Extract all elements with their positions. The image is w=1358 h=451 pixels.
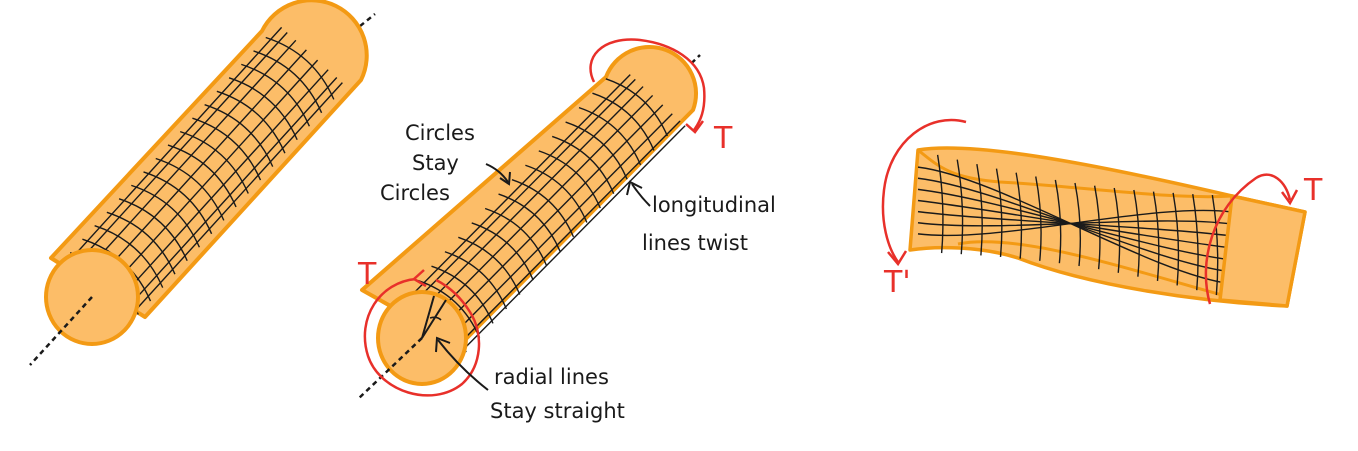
longitudinal-grid-line (394, 74, 631, 313)
circumferential-grid-line (228, 77, 298, 141)
torque-arrow-left (881, 118, 967, 263)
twisted-cross-line (1093, 185, 1101, 270)
angle-arc (429, 316, 442, 321)
radial-note-line-2: Stay straight (490, 399, 625, 423)
circumferential-grid-line (118, 198, 188, 262)
circumferential-grid-line (131, 184, 201, 248)
circumferential-grid-line (216, 90, 286, 154)
twisted-cross-line (1113, 187, 1121, 273)
torque-arrow-bottom (363, 277, 481, 397)
twisted-bar-fold (917, 148, 1233, 199)
pointer-radial (437, 339, 489, 391)
longitudinal-note-line-2: lines twist (642, 231, 748, 255)
circumferential-grid-line (551, 135, 615, 194)
circumferential-grid-line (241, 63, 311, 127)
pointer-circles-head (499, 171, 511, 186)
torque-arrowhead-right (1280, 189, 1299, 206)
torque-arrowhead-left (887, 250, 908, 267)
twisted-cross-line (1211, 194, 1219, 296)
twisted-longitudinal-line (917, 209, 1233, 237)
circumferential-grid-line (498, 193, 561, 252)
circumferential-grid-line (253, 50, 323, 114)
twisted-cross-line (1152, 191, 1160, 281)
longitudinal-grid-line (426, 104, 664, 344)
cylinder-1 (29, 0, 376, 366)
longitudinal-grid-line (448, 125, 686, 365)
torque-label-right-left: T' (883, 265, 911, 300)
circumferential-grid-line (431, 265, 494, 324)
twisted-bar-grid (917, 154, 1233, 296)
pointer-radial-head (435, 336, 451, 353)
torque-label-right-top: T (1303, 173, 1323, 208)
axis-line-2-bottom (356, 337, 423, 401)
circumferential-grid-line (155, 157, 225, 221)
circumferential-grid-line (578, 106, 642, 166)
pointer-circles (485, 163, 509, 183)
longitudinal-grid-line (121, 82, 343, 326)
twisted-cross-line (1192, 193, 1199, 291)
circumferential-grid-line (605, 78, 668, 137)
circumferential-grid-line (94, 225, 164, 288)
twisted-cross-line (1172, 192, 1180, 286)
circumferential-grid-line (106, 211, 176, 275)
longitudinal-grid-line (61, 26, 283, 270)
circles-note-line-3: Circles (380, 181, 450, 205)
circumferential-grid-line (265, 36, 335, 100)
circumferential-grid-line (192, 117, 262, 181)
torque-label-middle-left: T (357, 257, 377, 292)
circumferential-grid-line (511, 179, 575, 238)
cylinder-2 (356, 38, 706, 401)
circumferential-grid-line (204, 104, 274, 167)
axis-line-1-bottom (29, 296, 93, 366)
torque-arrowhead-top (685, 120, 705, 134)
radial-note-line-1: radial lines (494, 365, 609, 389)
longitudinal-grid-line (436, 113, 673, 353)
twisted-cross-line (1133, 189, 1140, 277)
longitudinal-grid-line (116, 77, 338, 320)
torque-arrow-right (1204, 173, 1292, 305)
longitudinal-grid-line (443, 120, 681, 360)
cylinder-1-body (49, 0, 369, 319)
radial-line (421, 295, 435, 339)
circles-note-line-2: Stay (412, 151, 459, 175)
longitudinal-grid-line (97, 59, 319, 303)
pointer-longitudinal (631, 183, 651, 207)
longitudinal-note-line-1: longitudinal (652, 193, 776, 217)
circumferential-grid-line (592, 92, 655, 151)
torque-arrowhead-bottom (411, 269, 427, 288)
twisted-bar (881, 118, 1307, 308)
longitudinal-grid-line (399, 78, 636, 318)
torque-label-middle-top: T (713, 121, 733, 156)
circumferential-grid-line (417, 279, 481, 339)
circumferential-grid-line (179, 130, 249, 194)
circumferential-grid-line (143, 171, 213, 235)
longitudinal-grid-line (107, 69, 329, 313)
longitudinal-grid-line (66, 32, 288, 275)
longitudinal-grid-line (85, 49, 307, 293)
twisted-bar-end-face (1218, 194, 1307, 308)
cylinder-2-grid (394, 74, 686, 365)
longitudinal-grid-line (75, 39, 297, 283)
circumferential-grid-line (167, 144, 237, 208)
pointer-longitudinal-head (626, 180, 643, 196)
cylinder-1-grid (61, 26, 343, 326)
longitudinal-grid-line (406, 86, 644, 325)
circumferential-grid-line (565, 121, 628, 180)
circles-note-line-1: Circles (405, 121, 475, 145)
radial-line (421, 299, 447, 339)
torque-arrow-top (589, 38, 706, 131)
